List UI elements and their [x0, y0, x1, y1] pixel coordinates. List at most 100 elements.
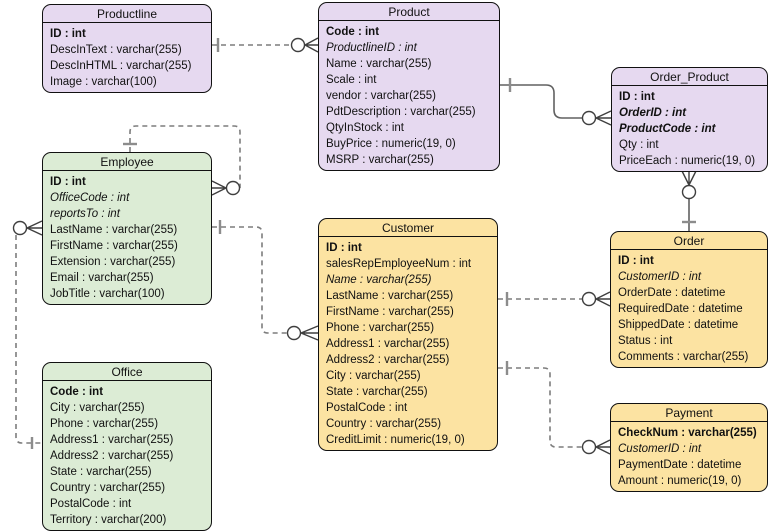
entity-field: CheckNum : varchar(255)	[618, 427, 757, 439]
crow-foot	[300, 325, 319, 341]
entity-field: PriceEach : numeric(19, 0)	[619, 155, 756, 167]
entity-field: Code : int	[326, 26, 380, 38]
zero-circle	[581, 110, 597, 126]
crow-foot	[26, 220, 43, 236]
crow-foot	[304, 37, 319, 53]
entity-field: salesRepEmployeeNum : int	[326, 258, 472, 270]
entity-title: Employee	[43, 153, 211, 171]
entity-title: Payment	[611, 404, 767, 422]
entity-field: JobTitle : varchar(100)	[50, 288, 165, 300]
entity-field: OrderID : int	[619, 107, 687, 119]
crow-foot	[595, 291, 611, 307]
entity-field: ID : int	[50, 176, 86, 188]
entity-field: PdtDescription : varchar(255)	[326, 106, 476, 118]
entity-title: Product	[319, 3, 499, 21]
zero-circle	[581, 291, 597, 307]
relationship-office-employee[interactable]	[12, 220, 43, 449]
entity-field: Territory : varchar(200)	[50, 514, 167, 526]
entity-field: ProductCode : int	[619, 123, 716, 135]
entity-field: ShippedDate : datetime	[618, 319, 739, 331]
entity-field: Status : int	[618, 335, 673, 347]
entity-field: DescInHTML : varchar(255)	[50, 60, 192, 72]
entity-field: City : varchar(255)	[50, 402, 145, 414]
relationship-order-orderproduct[interactable]	[681, 170, 697, 231]
relationship-employee-customer[interactable]	[212, 220, 319, 341]
entity-field: Name : varchar(255)	[326, 58, 432, 70]
entity-title: Customer	[319, 219, 497, 237]
entity-field: ID : int	[326, 242, 362, 254]
entity-field: ProductlineID : int	[326, 42, 417, 54]
zero-circle	[286, 325, 302, 341]
entity-field: Code : int	[50, 386, 104, 398]
entity-field: reportsTo : int	[50, 208, 120, 220]
relationship-product-orderproduct[interactable]	[500, 78, 612, 126]
entity-field: Country : varchar(255)	[50, 482, 166, 494]
entity-title: Order	[611, 232, 767, 250]
entity-title: Productline	[43, 5, 211, 23]
entity-field: QtyInStock : int	[326, 122, 404, 134]
relationship-customer-payment[interactable]	[498, 361, 611, 455]
entity-field: Address2 : varchar(255)	[50, 450, 174, 462]
entity-field: CreditLimit : numeric(19, 0)	[326, 434, 465, 446]
entity-field: Name : varchar(255)	[326, 274, 432, 286]
relationship-employee-self[interactable]	[123, 125, 241, 196]
entity-field: Scale : int	[326, 74, 377, 86]
entity-customer[interactable]: Customer ID : int salesRepEmployeeNum : i…	[318, 218, 498, 451]
entity-field: Address2 : varchar(255)	[326, 354, 450, 366]
entity-field: Address1 : varchar(255)	[50, 434, 174, 446]
crow-foot	[681, 170, 697, 186]
entity-field: PostalCode : int	[50, 498, 132, 510]
entity-field: State : varchar(255)	[50, 466, 152, 478]
entity-field: Image : varchar(100)	[50, 76, 157, 88]
relationship-customer-order[interactable]	[498, 291, 611, 307]
entity-field: Phone : varchar(255)	[50, 418, 159, 430]
entity-field: LastName : varchar(255)	[326, 290, 454, 302]
entity-field: Amount : numeric(19, 0)	[618, 475, 742, 487]
crow-foot	[595, 110, 612, 126]
entity-payment[interactable]: Payment CheckNum : varchar(255) CustomerI…	[610, 403, 768, 492]
entity-field: CustomerID : int	[618, 443, 702, 455]
entity-field: ID : int	[619, 91, 655, 103]
entity-field: State : varchar(255)	[326, 386, 428, 398]
entity-field: FirstName : varchar(255)	[326, 306, 454, 318]
entity-field: PaymentDate : datetime	[618, 459, 742, 471]
entity-field: MSRP : varchar(255)	[326, 154, 434, 166]
entity-field: DescInText : varchar(255)	[50, 44, 182, 56]
entity-title: Office	[43, 363, 211, 381]
entity-field: FirstName : varchar(255)	[50, 240, 178, 252]
entity-title: Order_Product	[612, 68, 767, 86]
entity-field: Phone : varchar(255)	[326, 322, 435, 334]
entity-field: CustomerID : int	[618, 271, 702, 283]
entity-field: PostalCode : int	[326, 402, 408, 414]
entity-field: Qty : int	[619, 139, 659, 151]
crow-foot	[211, 180, 227, 196]
zero-circle	[681, 184, 697, 200]
crow-foot	[595, 439, 611, 455]
entity-field: OfficeCode : int	[50, 192, 130, 204]
entity-field: OrderDate : datetime	[618, 287, 726, 299]
entity-field: RequiredDate : datetime	[618, 303, 743, 315]
zero-circle	[581, 439, 597, 455]
relationship-productline-product[interactable]	[212, 37, 319, 53]
entity-field: BuyPrice : numeric(19, 0)	[326, 138, 456, 150]
zero-circle	[290, 37, 306, 53]
entity-field: LastName : varchar(255)	[50, 224, 178, 236]
entity-field: Email : varchar(255)	[50, 272, 154, 284]
entity-field: Country : varchar(255)	[326, 418, 442, 430]
entity-field: City : varchar(255)	[326, 370, 421, 382]
